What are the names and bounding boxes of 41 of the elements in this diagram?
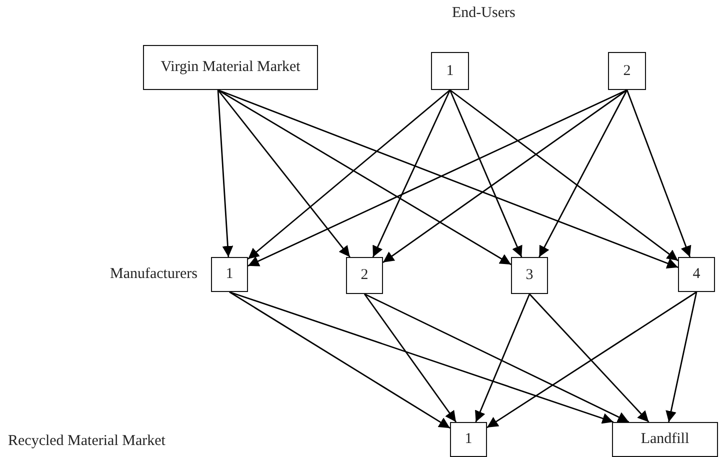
arrow: [382, 89, 628, 263]
tier-label: Manufacturers: [110, 266, 198, 283]
arrow: [475, 294, 530, 422]
number-box: [608, 52, 646, 90]
arrow: [364, 294, 457, 422]
arrow: [450, 89, 678, 262]
arrow: [217, 90, 234, 258]
arrow: [229, 291, 614, 424]
node-label: Virgin Material Market: [160, 59, 300, 76]
arrow: [626, 90, 692, 258]
arrow: [449, 90, 522, 258]
node-label: 4: [692, 266, 700, 283]
arrow: [248, 89, 628, 267]
node-label: 1: [464, 431, 472, 448]
arrow: [218, 89, 678, 269]
arrow: [372, 90, 451, 258]
arrow: [217, 90, 350, 258]
arrow: [364, 293, 630, 423]
arrow: [528, 294, 650, 422]
number-box: [678, 257, 715, 292]
arrow: [486, 291, 697, 428]
node-label: 2: [360, 267, 368, 284]
node-label: Landfill: [640, 431, 690, 448]
node-label: 1: [446, 62, 454, 80]
process-box: [612, 422, 718, 457]
number-box: [511, 257, 548, 294]
arrow: [218, 89, 512, 266]
arrow: [666, 292, 698, 422]
process-box: [143, 45, 318, 90]
arrow: [538, 90, 628, 258]
number-box: [431, 52, 469, 90]
arrow: [229, 291, 450, 429]
tier-label: Recycled Material Market: [8, 433, 166, 450]
node-label: 3: [526, 267, 534, 284]
number-box: [346, 257, 383, 294]
node-label: 1: [226, 266, 234, 283]
tier-label: End-Users: [452, 5, 516, 22]
arrow: [248, 89, 450, 260]
number-box: [211, 257, 248, 292]
node-label: 2: [623, 62, 631, 80]
number-box: [450, 422, 487, 457]
